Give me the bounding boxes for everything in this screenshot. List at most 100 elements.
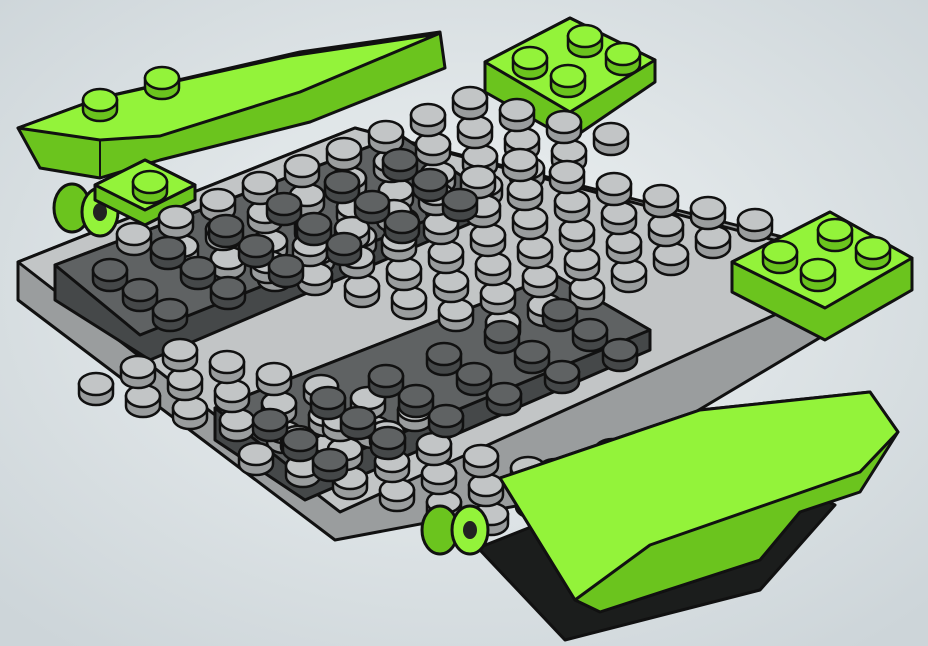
light-gray-stud <box>597 173 631 205</box>
light-gray-stud <box>469 474 503 506</box>
light-gray-stud <box>163 339 197 371</box>
light-gray-stud <box>500 99 534 131</box>
light-gray-stud <box>555 190 589 222</box>
light-gray-stud <box>508 178 542 210</box>
dark-gray-stud <box>573 319 607 351</box>
dark-gray-stud <box>369 365 403 397</box>
light-gray-stud <box>453 87 487 119</box>
light-gray-stud <box>471 224 505 256</box>
green-stud <box>513 47 547 79</box>
dark-gray-stud <box>399 385 433 417</box>
dark-gray-stud <box>93 259 127 291</box>
light-gray-stud <box>691 197 725 229</box>
light-gray-stud <box>79 373 113 405</box>
dark-gray-stud <box>123 279 157 311</box>
dark-gray-stud <box>311 387 345 419</box>
dark-gray-stud <box>485 321 519 353</box>
dark-gray-stud <box>313 449 347 481</box>
light-gray-stud <box>649 214 683 246</box>
light-gray-stud <box>159 206 193 238</box>
green-stud <box>856 237 890 269</box>
light-gray-stud <box>513 207 547 239</box>
light-gray-stud <box>518 236 552 268</box>
dark-gray-stud <box>211 277 245 309</box>
light-gray-stud <box>220 409 254 441</box>
green-stud <box>83 89 117 121</box>
light-gray-stud <box>387 258 421 290</box>
light-gray-stud <box>210 351 244 383</box>
light-gray-stud <box>503 149 537 181</box>
dark-gray-stud <box>427 343 461 375</box>
dark-gray-stud <box>269 255 303 287</box>
light-gray-stud <box>257 363 291 395</box>
dark-gray-stud <box>429 405 463 437</box>
light-gray-stud <box>439 299 473 331</box>
dark-gray-stud <box>267 193 301 225</box>
dark-gray-stud <box>341 407 375 439</box>
dark-gray-stud <box>383 149 417 181</box>
light-gray-stud <box>696 226 730 258</box>
light-gray-stud <box>738 209 772 241</box>
dark-gray-stud <box>603 339 637 371</box>
dark-gray-stud <box>297 213 331 245</box>
light-gray-stud <box>464 445 498 477</box>
green-stud <box>568 25 602 57</box>
dark-gray-stud <box>151 237 185 269</box>
light-gray-stud <box>392 287 426 319</box>
light-gray-stud <box>429 241 463 273</box>
light-gray-stud <box>285 155 319 187</box>
light-gray-stud <box>594 123 628 155</box>
green-stud <box>763 241 797 273</box>
light-gray-stud <box>380 479 414 511</box>
light-gray-stud <box>434 270 468 302</box>
light-gray-stud <box>168 368 202 400</box>
light-gray-stud <box>411 104 445 136</box>
light-gray-stud <box>458 116 492 148</box>
green-stud <box>818 219 852 251</box>
light-gray-stud <box>416 133 450 165</box>
dark-gray-stud <box>181 257 215 289</box>
dark-gray-stud <box>515 341 549 373</box>
light-gray-stud <box>644 185 678 217</box>
light-gray-stud <box>345 275 379 307</box>
light-gray-stud <box>560 219 594 251</box>
dark-gray-stud <box>327 233 361 265</box>
green-stud <box>145 67 179 99</box>
green-stud <box>133 171 167 203</box>
dark-gray-stud <box>457 363 491 395</box>
light-gray-stud <box>602 202 636 234</box>
light-gray-stud <box>422 462 456 494</box>
light-gray-stud <box>565 248 599 280</box>
dark-gray-stud <box>209 215 243 247</box>
dark-gray-stud <box>239 235 273 267</box>
light-gray-stud <box>215 380 249 412</box>
dark-gray-stud <box>325 171 359 203</box>
light-gray-stud <box>126 385 160 417</box>
dark-gray-stud <box>443 189 477 221</box>
dark-gray-stud <box>543 299 577 331</box>
light-gray-stud <box>550 161 584 193</box>
green-stud <box>801 259 835 291</box>
dark-gray-stud <box>371 427 405 459</box>
dark-gray-stud <box>153 299 187 331</box>
dark-gray-stud <box>413 169 447 201</box>
dark-gray-stud <box>355 191 389 223</box>
light-gray-stud <box>607 231 641 263</box>
light-gray-stud <box>239 443 273 475</box>
light-gray-stud <box>481 282 515 314</box>
light-gray-stud <box>547 111 581 143</box>
light-gray-stud <box>327 138 361 170</box>
light-gray-stud <box>654 243 688 275</box>
light-gray-stud <box>476 253 510 285</box>
green-stud <box>551 65 585 97</box>
dark-gray-stud <box>283 429 317 461</box>
light-gray-stud <box>117 223 151 255</box>
dark-gray-stud <box>253 409 287 441</box>
dark-gray-stud <box>487 383 521 415</box>
green-stud <box>606 43 640 75</box>
light-gray-stud <box>612 260 646 292</box>
light-gray-stud <box>173 397 207 429</box>
light-gray-stud <box>121 356 155 388</box>
light-gray-stud <box>523 265 557 297</box>
